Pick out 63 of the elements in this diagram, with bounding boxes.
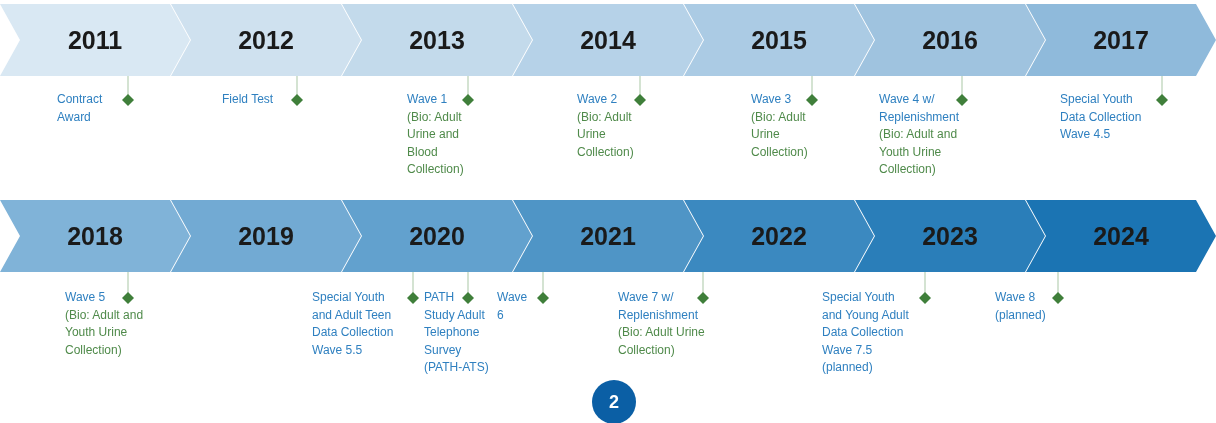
event-label: Special Youth and Young Adult Data Collection Wave 7.5 (planned) [822, 289, 910, 376]
event-label: Wave 1 [407, 91, 449, 108]
event-label: Wave 6 [497, 289, 529, 324]
leader-line [407, 271, 419, 304]
leader-line [122, 75, 134, 106]
event-label: Wave 8 (planned) [995, 289, 1047, 324]
timeline-segment [855, 4, 1045, 76]
leader-line [537, 271, 549, 304]
event-note: (Bio: Adult Urine Collection) [577, 108, 635, 161]
event-note: (Bio: Adult and Youth Urine Collection) [879, 126, 959, 178]
year-label: 2018 [66, 221, 124, 252]
event-label: Special Youth and Adult Teen Data Collection Wave 5.5 [312, 289, 395, 359]
timeline-segment [0, 200, 190, 272]
timeline-segment [513, 4, 703, 76]
leader-line [806, 75, 818, 106]
year-label: 2016 [921, 25, 979, 56]
year-label: 2020 [408, 221, 466, 252]
leader-line [634, 75, 646, 106]
leader-line [1156, 75, 1168, 106]
event-label: Field Test [222, 91, 275, 108]
timeline-segment [342, 200, 532, 272]
year-label: 2015 [750, 25, 808, 56]
leader-line [122, 271, 134, 304]
year-label: 2014 [579, 25, 637, 56]
year-label: 2011 [66, 25, 124, 56]
leader-line [462, 271, 474, 304]
year-label: 2019 [237, 221, 295, 252]
leader-line [919, 271, 931, 304]
year-label: 2012 [237, 25, 295, 56]
event-note: (Bio: Adult Urine Collection) [751, 108, 809, 161]
timeline-segment [855, 200, 1045, 272]
event-label: Wave 7 w/ Replenishment [618, 289, 700, 324]
leader-line [291, 75, 303, 106]
year-label: 2017 [1092, 25, 1150, 56]
year-label: 2022 [750, 221, 808, 252]
leader-line [697, 271, 709, 304]
timeline-segment [684, 4, 874, 76]
leader-line [956, 75, 968, 106]
timeline-segment [684, 200, 874, 272]
timeline-segment [342, 4, 532, 76]
timeline-segment [171, 200, 361, 272]
timeline-segment [513, 200, 703, 272]
timeline-segment [1026, 200, 1216, 272]
event-label: Wave 3 [751, 91, 793, 108]
event-note: (Bio: Adult Urine Collection) [618, 324, 706, 359]
year-label: 2024 [1092, 221, 1150, 252]
event-label: Wave 5 [65, 289, 107, 306]
year-label: 2021 [579, 221, 637, 252]
event-note: (Bio: Adult Urine and Blood Collection) [407, 108, 465, 178]
event-label: Special Youth Data Collection Wave 4.5 [1060, 91, 1143, 143]
event-label: Wave 4 w/ Replenishment [879, 91, 961, 126]
timeline-segment [1026, 4, 1216, 76]
year-label: 2023 [921, 221, 979, 252]
timeline-segment [171, 4, 361, 76]
page-number: 2 [592, 380, 636, 423]
leader-line [462, 75, 474, 106]
event-label: Wave 2 [577, 91, 619, 108]
event-note: (Bio: Adult and Youth Urine Collection) [65, 306, 145, 359]
event-label: Contract Award [57, 91, 104, 126]
leader-line [1052, 271, 1064, 304]
year-label: 2013 [408, 25, 466, 56]
timeline-segment [0, 4, 190, 76]
event-label: PATH Study Adult Telephone Survey (PATH-ATS) [424, 289, 490, 376]
